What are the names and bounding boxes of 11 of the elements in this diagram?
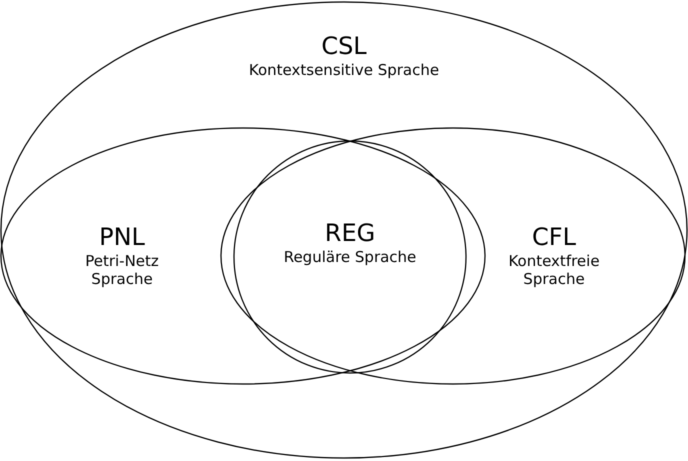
set-name: PNL (98, 223, 146, 252)
set-description: Kontextfreie Sprache (507, 252, 601, 288)
set-ellipse (234, 141, 466, 373)
set-description: Reguläre Sprache (282, 248, 418, 266)
set-name: CSL (320, 32, 368, 61)
set-name: CFL (531, 223, 577, 252)
set-description: Petri-Netz Sprache (84, 252, 160, 288)
set-ellipse (1, 128, 485, 384)
set-description: Kontextsensitive Sprache (248, 61, 440, 79)
set-ellipse (221, 128, 685, 384)
set-name: REG (324, 219, 376, 248)
